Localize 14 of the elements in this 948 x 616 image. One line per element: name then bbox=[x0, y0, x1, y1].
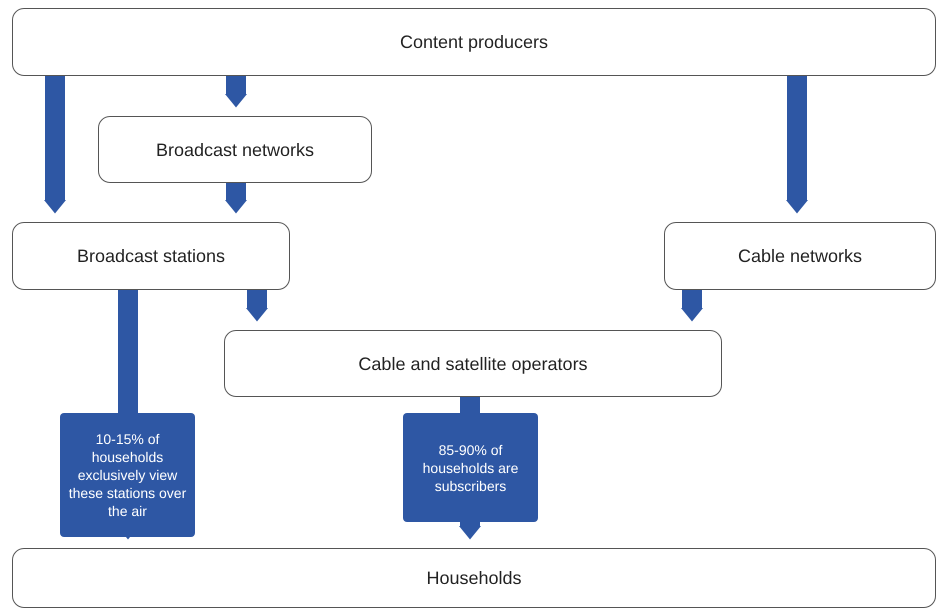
edge-label: 85-90% of households are subscribers bbox=[403, 413, 538, 522]
process-box: Cable and satellite operators bbox=[224, 330, 722, 397]
process-box: Cable networks bbox=[664, 222, 936, 290]
edge-label: 10-15% of households exclusively view these stations over the air bbox=[60, 413, 195, 537]
arrow bbox=[786, 76, 808, 214]
process-box: Broadcast stations bbox=[12, 222, 290, 290]
process-box: Content producers bbox=[12, 8, 936, 76]
arrow bbox=[44, 76, 66, 214]
process-box: Broadcast networks bbox=[98, 116, 372, 183]
process-box: Households bbox=[12, 548, 936, 608]
arrow bbox=[681, 290, 703, 322]
arrow bbox=[225, 183, 247, 214]
arrow bbox=[246, 290, 268, 322]
arrow bbox=[225, 76, 247, 108]
